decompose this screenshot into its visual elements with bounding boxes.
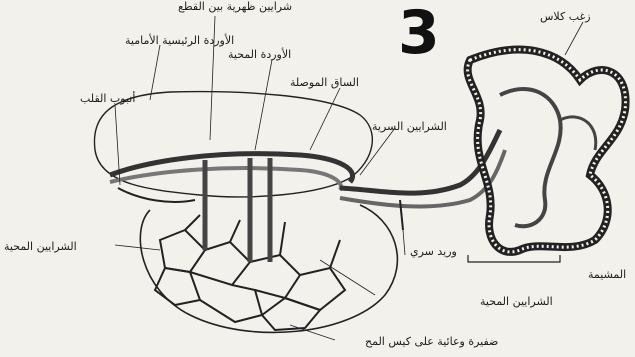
label-vitelline-veins: الأوردة المحية: [228, 48, 291, 61]
placenta-bracket: [468, 255, 560, 262]
label-placenta: المشيمة: [588, 268, 626, 281]
label-vitelline-arteries-lower: الشرايين المحية: [480, 295, 553, 308]
label-vitelline-arteries: الشرايين المحية: [4, 240, 77, 253]
label-umbilical-arteries: الشرايين السرية: [372, 120, 447, 133]
label-umbilical-vein: وريد سري: [410, 245, 457, 258]
label-anterior-cardinal: الأوردة الرئيسية الأمامية: [125, 34, 234, 47]
figure-number: 3: [398, 2, 440, 64]
label-dorsal-vessel: شرايين ظهرية بين القطع: [178, 0, 292, 13]
label-umbilical-cord: الساق الموصلة: [290, 76, 359, 89]
label-heart-tube: أنبوب القلب: [80, 92, 135, 105]
cardinal-vein: [110, 168, 341, 190]
label-yolk-sac-plexus: ضفيرة وعائية على كيس المح: [365, 335, 498, 348]
label-villi: زغب كلاس: [540, 10, 591, 23]
